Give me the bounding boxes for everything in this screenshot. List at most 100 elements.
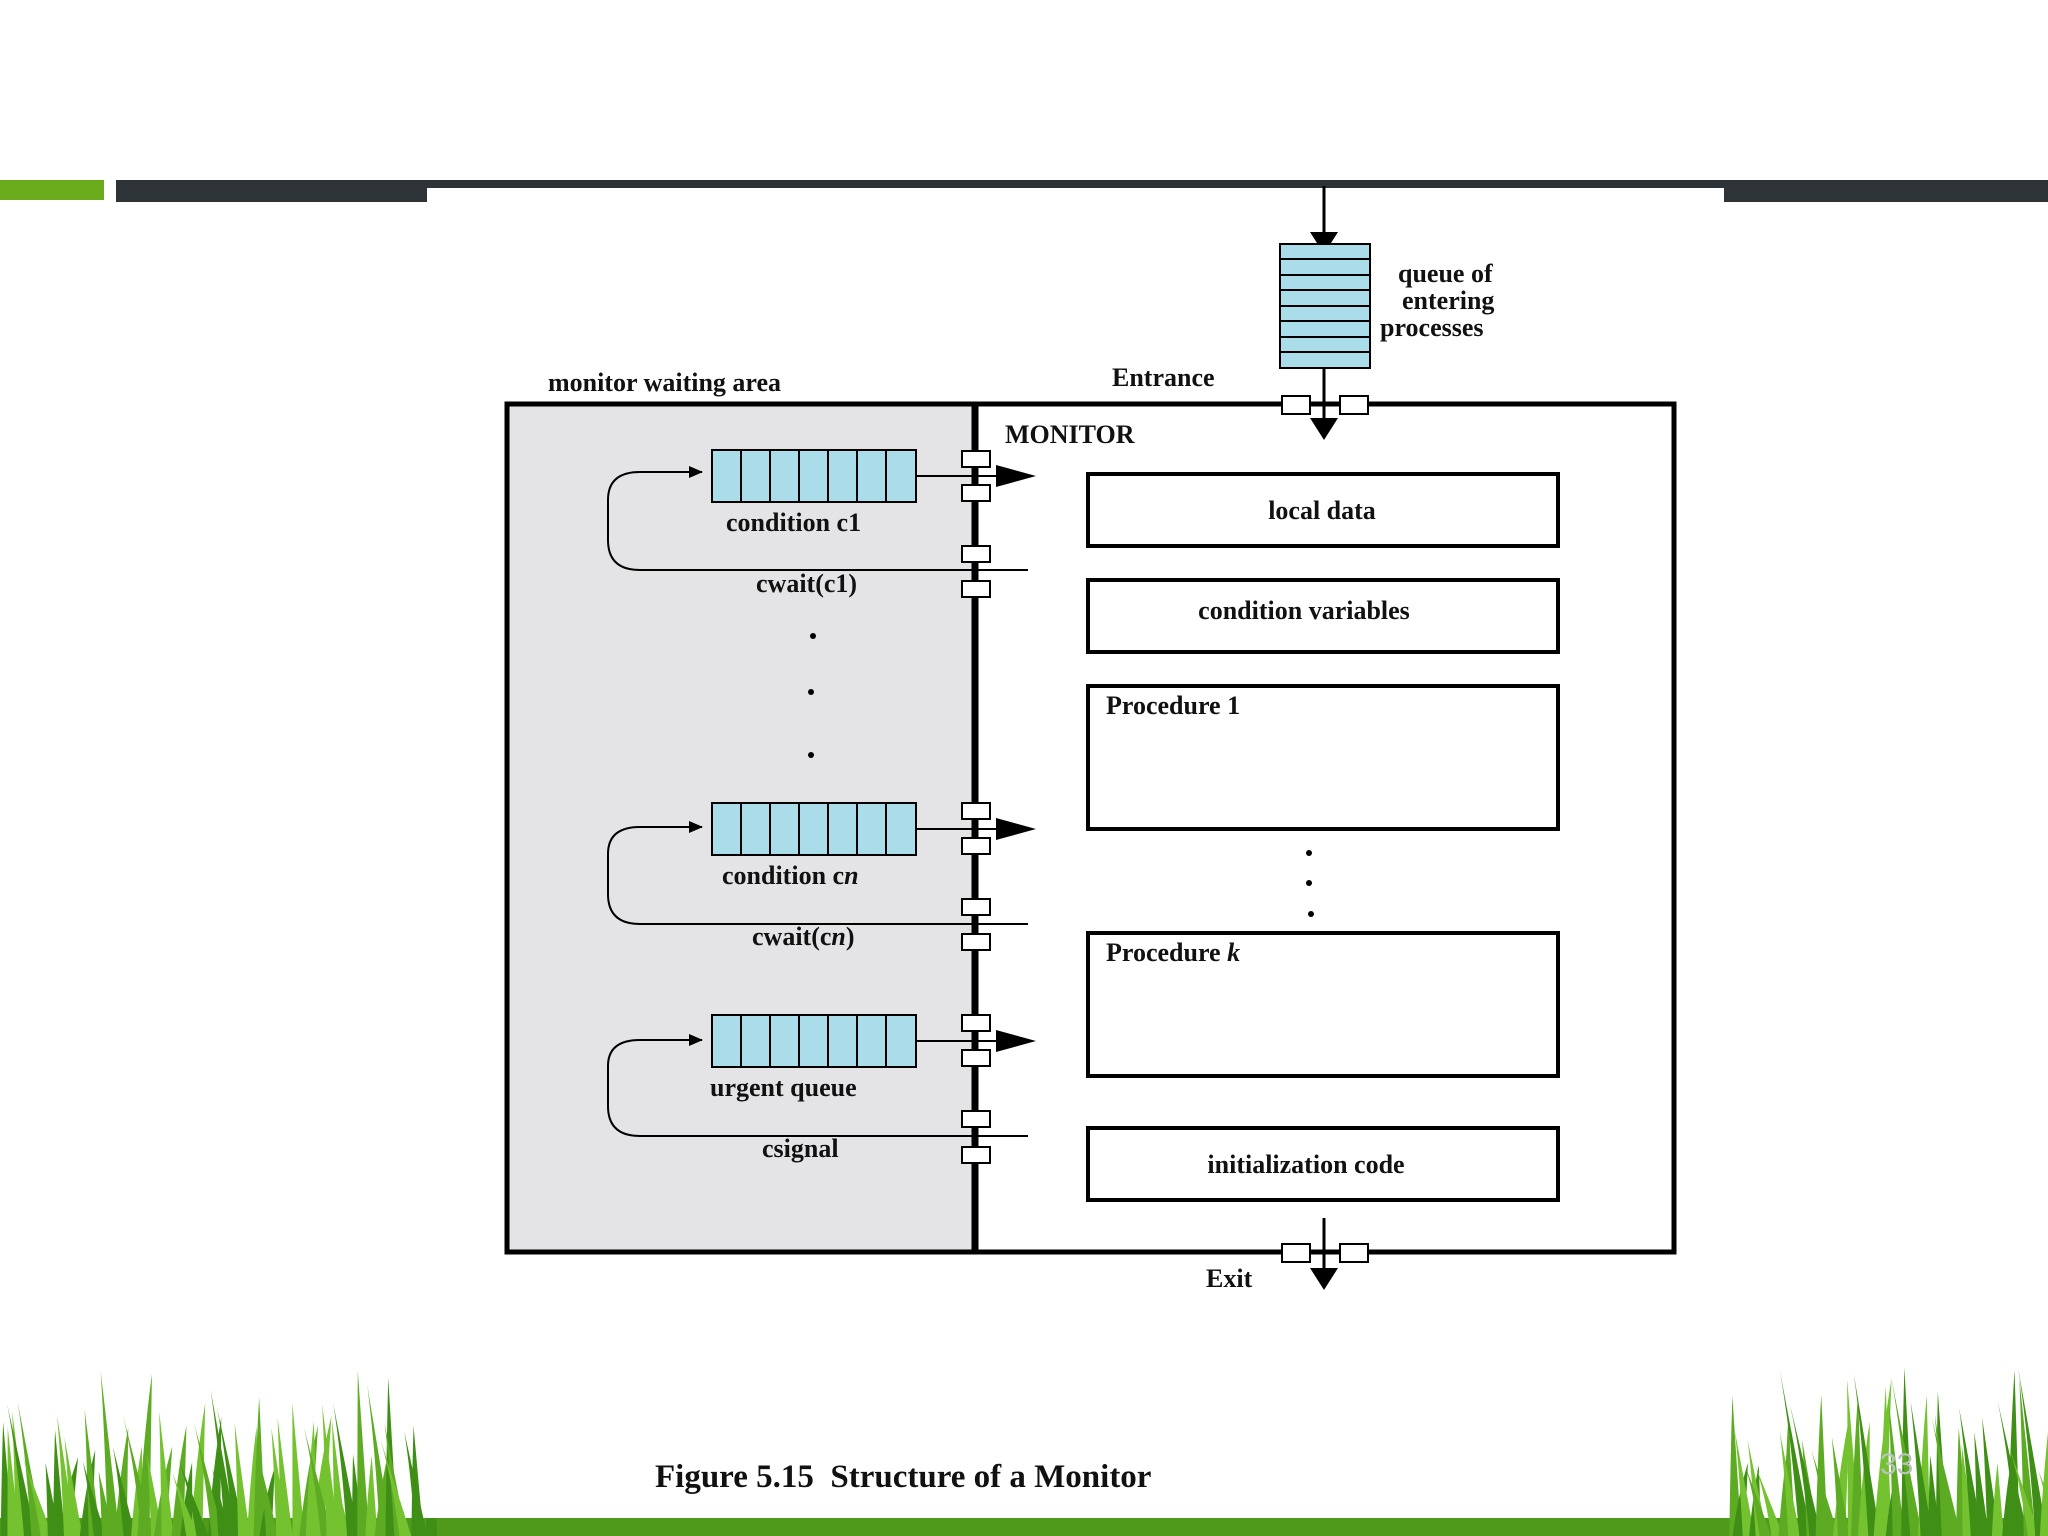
csignal-label: csignal [762,1134,839,1163]
grass-blade [7,1403,36,1536]
grass-blade [1879,1386,1892,1536]
ellipsis-dot [810,633,816,639]
grass-blade [22,1456,53,1536]
grass-blade [1729,1395,1742,1536]
grass-blade [2009,1448,2040,1536]
monitor-label: MONITOR [1005,420,1135,449]
grass-blade [1811,1449,1839,1536]
grass-blade [1789,1403,1822,1536]
grass-blade [305,1421,318,1536]
grass-blade [84,1409,101,1536]
divider-gate [961,837,991,855]
divider-gate [961,1146,991,1164]
grass-blade [1974,1431,1989,1536]
cn-loop [607,821,1028,925]
grass-blade [292,1403,305,1536]
ellipsis-dot [808,752,814,758]
grass-blade [258,1455,279,1536]
cwait-cn-label: cwait(cn) [752,922,855,951]
grass-blade [122,1415,154,1536]
grass-blade [53,1429,66,1536]
ellipsis-dot [1306,850,1312,856]
grass-blade [2017,1366,2048,1536]
divider-gate [961,802,991,820]
local-data-label: local data [1268,496,1376,525]
grass-blade [277,1417,293,1536]
grass-blade [1831,1436,1850,1536]
queue-label-line1: queue of [1398,259,1493,288]
header-underlay [427,188,1724,204]
grass-blade [380,1439,412,1536]
entrance-gate [1339,395,1369,415]
divider-gate [961,545,991,563]
grass-blade [303,1427,333,1536]
grass-blade [404,1431,428,1536]
grass-blade [234,1423,251,1536]
urgent-queue [711,1014,917,1068]
divider-gate [961,580,991,598]
grass-blade [2038,1470,2048,1512]
divider-gate [961,933,991,951]
entrance-arrow-head-2 [1310,418,1338,440]
c1-out-arrow [996,465,1036,487]
grass-blade [1851,1395,1864,1536]
grass-blade [177,1457,209,1536]
procedure1-label: Procedure 1 [1106,691,1240,720]
grass-blade [1991,1463,2004,1536]
grass-blade [193,1421,224,1536]
urgent-queue-label: urgent queue [710,1073,857,1102]
initialization-code-label: initialization code [1207,1150,1404,1179]
condition-variables-label: condition variables [1198,596,1410,625]
ellipsis-dot [1306,880,1312,886]
grass-blade [1997,1400,2029,1536]
divider-gate [961,898,991,916]
condition-cn-queue [711,802,917,856]
divider-gate [961,1110,991,1128]
grass-blade [64,1437,83,1536]
queue-label-line2: entering [1402,286,1494,315]
grass-blade [1888,1403,1905,1536]
urgent-out-arrow [996,1030,1036,1052]
c1-loop [607,466,1028,571]
grass-blade [1734,1431,1755,1536]
grass-blade [1910,1401,1933,1536]
content-panel-bottom [427,1290,1724,1518]
divider-gate [961,1014,991,1032]
grass-blade [1853,1373,1881,1536]
monitor-frame [504,401,1677,1255]
grass-blade [253,1397,266,1536]
condition-c1-queue [711,449,917,503]
grass-blade [357,1370,370,1536]
grass-blade [82,1461,106,1536]
cwait-c1-label: cwait(c1) [756,569,857,598]
grass-blade [112,1446,136,1536]
procedurek-box [1086,931,1560,1078]
local-data-box [1086,472,1560,548]
grass-blade [1890,1375,1923,1536]
procedurek-label: Procedure k [1106,938,1240,967]
figure-caption: Figure 5.15 Structure of a Monitor [655,1459,1151,1495]
page-number: 33 [1880,1448,1914,1481]
grass-blade [1745,1466,1772,1536]
exit-gate [1339,1243,1369,1263]
queue-label-line3: processes [1380,313,1484,342]
waiting-area-label: monitor waiting area [548,368,781,397]
entering-queue [1279,243,1371,369]
grass-blade [1931,1417,1961,1536]
exit-label: Exit [1206,1264,1253,1293]
entrance-gate [1281,395,1311,415]
grass-blade [100,1370,120,1536]
divider-gate [961,484,991,502]
exit-arrow-head [1310,1268,1338,1290]
grass-blade [2039,1432,2048,1536]
condition-cn-label: condition cn [722,861,859,890]
urgent-loop [607,1034,1028,1137]
ellipsis-dot [1308,911,1314,917]
ellipsis-dot [808,689,814,695]
condition-c1-label: condition c1 [726,508,861,537]
divider-gate [961,450,991,468]
grass-blade [367,1384,393,1536]
grass-blade [1755,1464,1784,1536]
procedure1-box [1086,684,1560,831]
